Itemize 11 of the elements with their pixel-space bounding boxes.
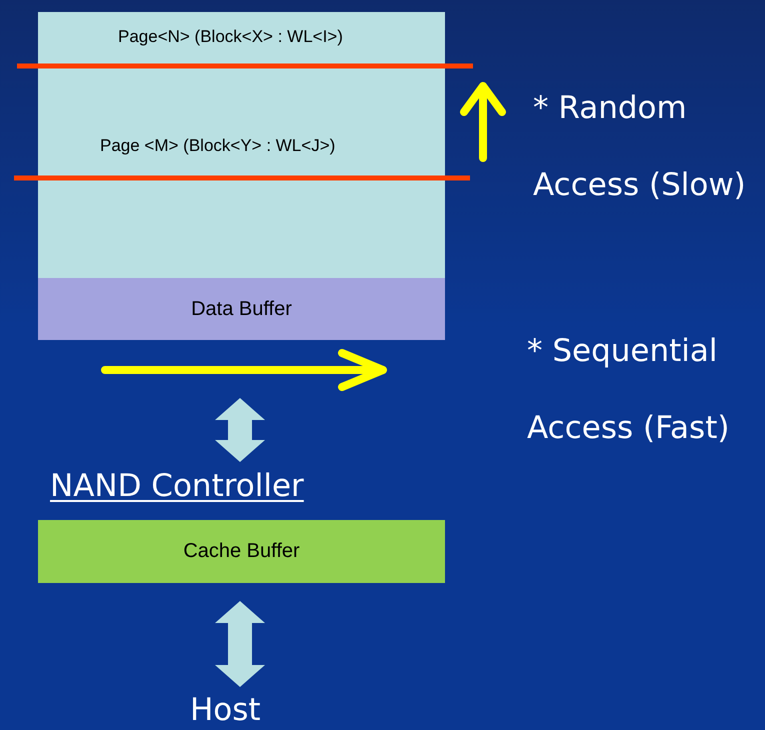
memory-array-block bbox=[38, 12, 445, 278]
host-label: Host bbox=[190, 692, 261, 728]
page-label: Page <M> (Block<Y> : WL<J>) bbox=[100, 136, 336, 156]
access-note: * Random Access (Slow) bbox=[533, 89, 747, 205]
double-arrow bbox=[215, 398, 265, 462]
access-note: * Sequential Access (Fast) bbox=[527, 332, 730, 448]
double-arrow bbox=[215, 601, 265, 687]
cache-buffer-box: Cache Buffer bbox=[38, 520, 445, 583]
controller-label: NAND Controller bbox=[50, 468, 304, 504]
data-buffer-box: Data Buffer bbox=[38, 278, 445, 340]
page-label: Page<N> (Block<X> : WL<I>) bbox=[118, 27, 343, 47]
